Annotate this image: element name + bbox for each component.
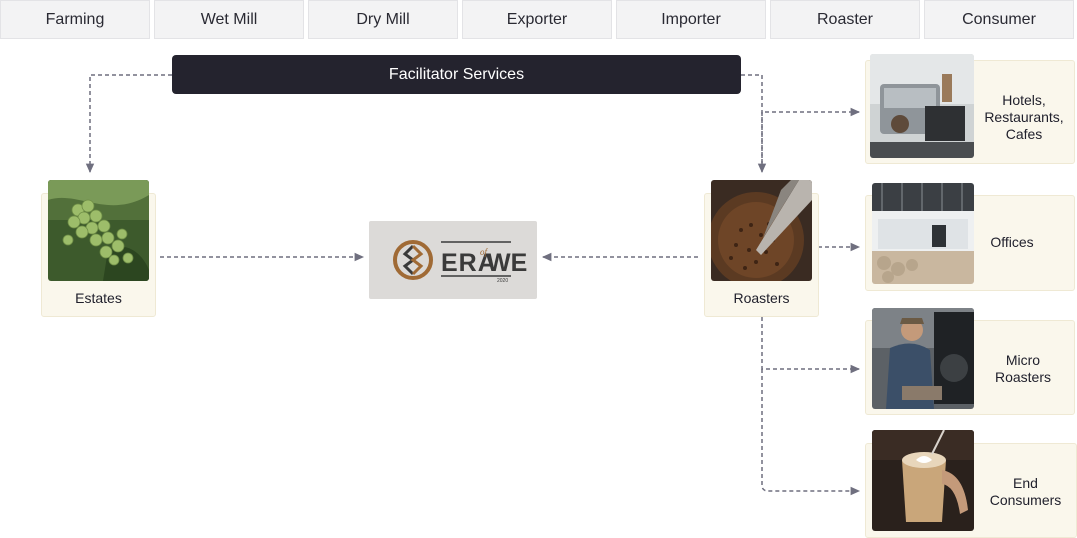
stage-tab-exporter: Exporter <box>462 0 612 39</box>
consumer-photo-offices <box>872 183 974 284</box>
estates-photo <box>48 180 149 281</box>
logo-connector: of <box>480 247 489 257</box>
estates-label: Estates <box>75 290 122 306</box>
facilitator-label: Facilitator Services <box>388 65 525 83</box>
consumer-label-micro-line: Roasters <box>994 369 1052 385</box>
logo-brand-end: WE <box>487 249 527 277</box>
consumer-label-hotels-line: Hotels, <box>1002 92 1046 108</box>
connector-roasters-end <box>761 369 861 496</box>
logo-brand: ERA <box>441 249 497 277</box>
consumer-label-hotels-line: Cafes <box>1005 126 1043 142</box>
consumer-label-hotels: Hotels, Restaurants, Cafes <box>974 92 1074 143</box>
consumer-photo-hotels <box>870 54 974 158</box>
era-of-we-logo: ERA of WE 2020 <box>369 221 537 299</box>
consumer-label-hotels-line: Restaurants, <box>984 109 1064 125</box>
stage-tab-wet-mill: Wet Mill <box>154 0 304 39</box>
consumer-label-end-line: Consumers <box>989 492 1062 508</box>
consumer-photo-end-consumers <box>872 430 974 531</box>
consumer-label-end-consumers: End Consumers <box>974 475 1077 509</box>
connector-roasters-micro <box>761 317 861 374</box>
connector-facilitator-estates <box>85 74 172 174</box>
era-of-we-logo-icon: ERA of WE 2020 <box>393 240 527 284</box>
stage-tab-importer: Importer <box>616 0 766 39</box>
connector-roasters-hotels <box>761 107 861 172</box>
consumer-label-micro-roasters: Micro Roasters <box>974 352 1072 386</box>
consumer-photo-micro-roasters <box>872 308 974 409</box>
roasters-label: Roasters <box>733 290 790 306</box>
logo-year: 2020 <box>497 278 508 284</box>
stage-tab-farming: Farming <box>0 0 150 39</box>
facilitator-services-bar: Facilitator Services <box>172 55 741 94</box>
consumer-label-micro-line: Micro <box>1005 352 1041 368</box>
roasters-photo <box>711 180 812 281</box>
stage-tab-consumer: Consumer <box>924 0 1074 39</box>
consumer-label-offices-line: Offices <box>990 234 1034 250</box>
connector-facilitator-roasters <box>741 74 767 174</box>
stage-tab-roaster: Roaster <box>770 0 920 39</box>
consumer-label-offices: Offices <box>974 234 1050 251</box>
consumer-label-end-line: End <box>1013 475 1038 491</box>
stage-tab-dry-mill: Dry Mill <box>308 0 458 39</box>
